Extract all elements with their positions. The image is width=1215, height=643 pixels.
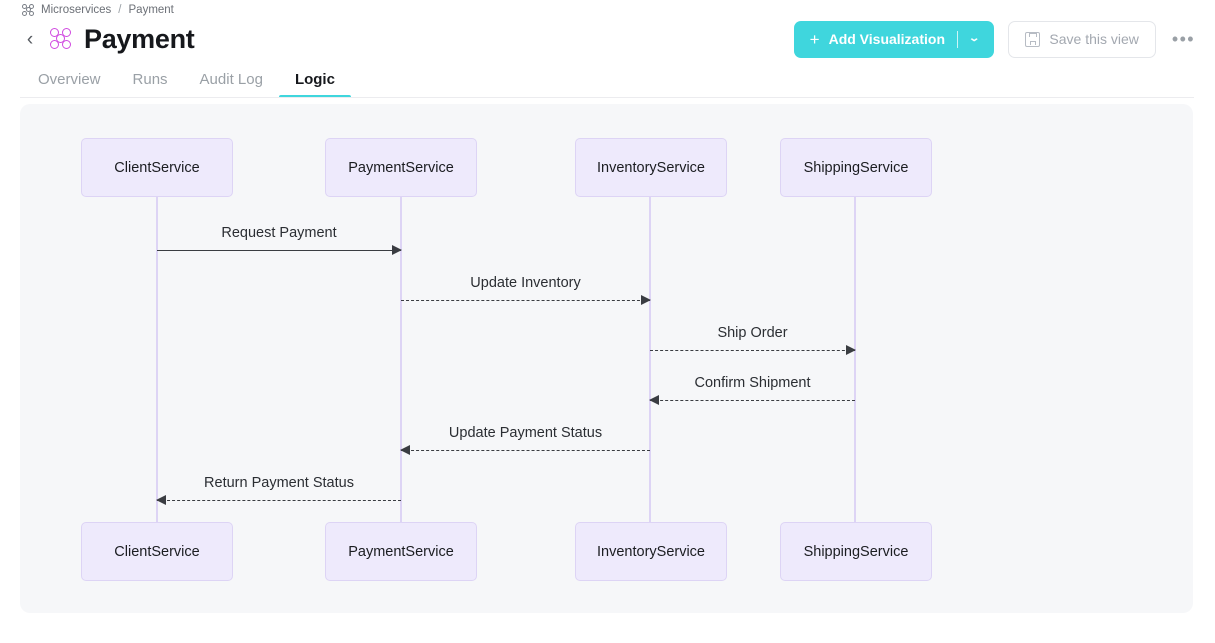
page-title: Payment — [84, 23, 195, 54]
arrow-head-left-icon — [400, 445, 410, 455]
button-divider — [957, 30, 959, 48]
lifeline — [156, 197, 158, 522]
back-button[interactable]: ‹ — [26, 28, 34, 50]
participant-box[interactable]: InventoryService — [575, 522, 727, 581]
add-visualization-label: Add Visualization — [828, 31, 946, 47]
message-label: Update Payment Status — [448, 425, 603, 441]
breadcrumb-separator: / — [118, 4, 122, 16]
participant-box[interactable]: ClientService — [81, 522, 233, 581]
microservices-icon — [50, 28, 72, 50]
arrow-head-right-icon — [641, 295, 651, 305]
lifeline — [400, 197, 402, 522]
participant-box[interactable]: PaymentService — [325, 138, 477, 197]
chevron-down-icon[interactable]: ⌄ — [968, 33, 981, 44]
tab-logic[interactable]: Logic — [278, 71, 351, 98]
plus-icon: + — [809, 29, 820, 49]
message-label: Request Payment — [221, 225, 337, 241]
tab-runs[interactable]: Runs — [132, 71, 168, 88]
save-view-button[interactable]: Save this view — [1008, 20, 1156, 58]
message-label: Confirm Shipment — [694, 375, 811, 391]
message-label: Return Payment Status — [204, 475, 354, 491]
arrow-shaft — [401, 450, 650, 451]
microservices-icon — [22, 3, 35, 17]
lifeline — [854, 197, 856, 522]
participant-box[interactable]: InventoryService — [575, 138, 727, 197]
participant-box[interactable]: ShippingService — [780, 522, 932, 581]
tab-bar: Overview Runs Audit Log Logic — [0, 60, 1215, 98]
save-view-label: Save this view — [1049, 31, 1139, 47]
header-actions: + Add Visualization ⌄ Save this view ••• — [793, 20, 1197, 58]
arrow-head-left-icon — [649, 395, 659, 405]
breadcrumb-item-microservices[interactable]: Microservices — [41, 4, 112, 16]
page-title-icon-wrap — [50, 28, 72, 50]
arrow-shaft — [157, 250, 401, 251]
tab-bar-divider — [20, 97, 1194, 98]
participant-box[interactable]: ClientService — [81, 138, 233, 197]
breadcrumb-item-payment[interactable]: Payment — [128, 4, 174, 16]
floppy-disk-icon — [1025, 31, 1041, 47]
overflow-menu-button[interactable]: ••• — [1171, 29, 1195, 49]
lifeline — [649, 197, 651, 522]
arrow-shaft — [650, 350, 855, 351]
arrow-shaft — [401, 300, 650, 301]
participant-box[interactable]: ShippingService — [780, 138, 932, 197]
page-header: ‹ Payment + Add Visualization ⌄ Save thi… — [0, 18, 1215, 60]
arrow-shaft — [650, 400, 855, 401]
tab-audit-log[interactable]: Audit Log — [199, 71, 263, 88]
message-label: Update Inventory — [470, 275, 581, 291]
breadcrumb: Microservices / Payment — [22, 0, 174, 20]
participant-box[interactable]: PaymentService — [325, 522, 477, 581]
arrow-head-right-icon — [846, 345, 856, 355]
arrow-head-right-icon — [392, 245, 402, 255]
arrow-head-left-icon — [156, 495, 166, 505]
arrow-shaft — [157, 500, 401, 501]
add-visualization-button[interactable]: + Add Visualization ⌄ — [793, 20, 995, 58]
message-label: Ship Order — [717, 325, 788, 341]
tab-overview[interactable]: Overview — [38, 71, 101, 88]
